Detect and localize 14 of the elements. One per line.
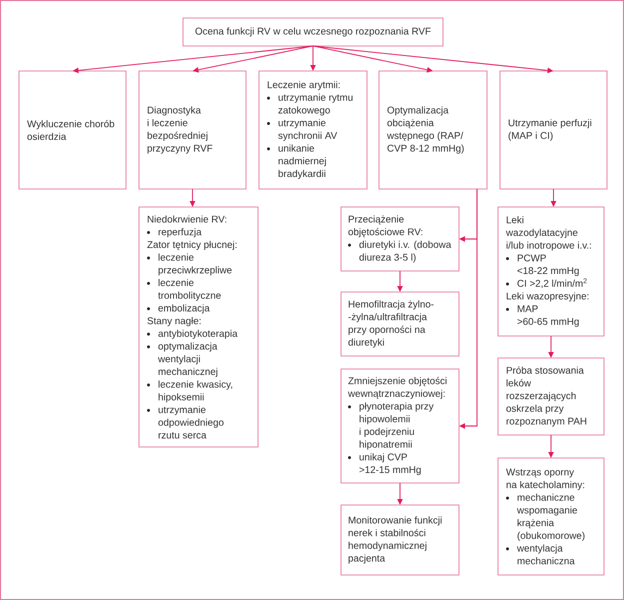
process-box: Niedokrwienie RV: reperfuzja Zator tętnicy płucnej: leczenie przeciwkrzepliwe leczenie trombolityczne embolizacja Stany nagłe: antybiotykoterapia optymalizacja wentylacji mechanicznej leczenie kwasicy, hipoksemii utrzymanie odpowiedniego rzutu serca bbox=[138, 206, 258, 448]
process-box: Leki wazodylatacyjne i/lub inotropowe i.v.: PCWP <18-22 mmHg CI >2,2 l/min/m$^{2}$ Leki wazopresyjne: MAP >60-65 mmHg bbox=[498, 206, 604, 336]
process-box: Diagnostyka i leczenie bezpośredniej przyczyny RVF bbox=[138, 70, 246, 190]
process-box: Optymalizacja obciążenia wstępnego (RAP/ CVP 8-12 mmHg) bbox=[378, 70, 488, 190]
process-box: Wykluczenie chorób osierdzia bbox=[18, 70, 126, 190]
process-box: Leczenie arytmii: utrzymanie rytmu zatokowego utrzymanie synchronii AV unikanie nadmiernej bradykardii bbox=[258, 70, 368, 190]
process-box: Monitorowanie funkcji nerek i stabilności hemodynamicznej pacjenta bbox=[340, 504, 460, 576]
process-box: Hemofiltracja żylno- -żylna/ultrafiltracja przy oporności na diuretyki bbox=[340, 292, 460, 356]
process-box: Utrzymanie perfuzji (MAP i CI) bbox=[500, 70, 608, 190]
process-box: Zmniejszenie objętości wewnątrznaczyniowej: płynoterapia przy hipowolemii i podejrzeniu hiponatremii unikaj CVP >12-15 mmHg bbox=[340, 368, 460, 484]
process-box: Przeciążenie objętościowe RV: diuretyki i.v. (dobowa diureza 3-5 l) bbox=[340, 206, 460, 272]
process-box: Wstrząs oporny na katecholaminy: mechaniczne wspomaganie krążenia (obukomorowe) wentylacja mechaniczna bbox=[498, 458, 604, 576]
process-box: Ocena funkcji RV w celu wczesnego rozpoznania RVF bbox=[182, 18, 444, 46]
process-box: Próba stosowania leków rozszerzających oskrzela przy rozpoznanym PAH bbox=[498, 358, 604, 436]
